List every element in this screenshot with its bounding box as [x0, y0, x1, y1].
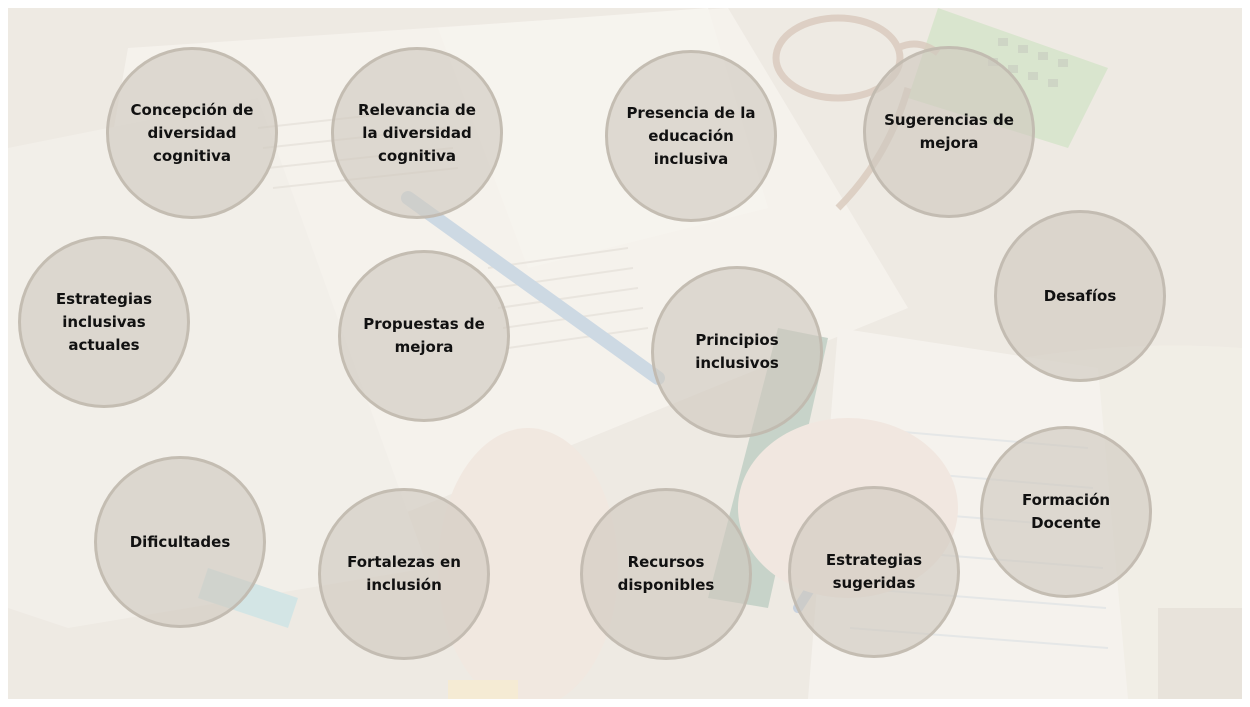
topic-label: Dificultades	[129, 532, 231, 551]
topic-label: Presencia de la educación inclusiva	[626, 103, 756, 168]
topic-label: Relevancia de la diversidad cognitiva	[358, 100, 476, 165]
topic-circle[interactable]: Propuestas de mejora	[338, 250, 510, 422]
topic-label: Formación Docente	[1021, 491, 1111, 532]
topic-circle[interactable]: Fortalezas en inclusión	[318, 488, 490, 660]
topic-label: Estrategias sugeridas	[825, 551, 923, 592]
topic-circle[interactable]: Estrategias inclusivas actuales	[18, 236, 190, 408]
topic-label: Propuestas de mejora	[363, 315, 485, 356]
topic-circle[interactable]: Dificultades	[94, 456, 266, 628]
topic-label: Concepción de diversidad cognitiva	[130, 100, 254, 165]
topic-circle[interactable]: Concepción de diversidad cognitiva	[106, 47, 278, 219]
topic-circle[interactable]: Formación Docente	[980, 426, 1152, 598]
topic-circle[interactable]: Recursos disponibles	[580, 488, 752, 660]
topic-circle[interactable]: Relevancia de la diversidad cognitiva	[331, 47, 503, 219]
topic-label: Recursos disponibles	[617, 553, 715, 594]
topic-label: Desafíos	[1043, 286, 1117, 305]
topic-circle[interactable]: Desafíos	[994, 210, 1166, 382]
topic-label: Estrategias inclusivas actuales	[55, 289, 153, 354]
topic-circle[interactable]: Presencia de la educación inclusiva	[605, 50, 777, 222]
topic-label: Sugerencias de mejora	[884, 111, 1014, 152]
topic-label: Principios inclusivos	[695, 331, 779, 372]
topic-label: Fortalezas en inclusión	[347, 553, 461, 594]
topic-circle[interactable]: Sugerencias de mejora	[863, 46, 1035, 218]
topic-circle[interactable]: Estrategias sugeridas	[788, 486, 960, 658]
slide: Concepción de diversidad cognitiva Relev…	[8, 8, 1242, 699]
topic-circle[interactable]: Principios inclusivos	[651, 266, 823, 438]
